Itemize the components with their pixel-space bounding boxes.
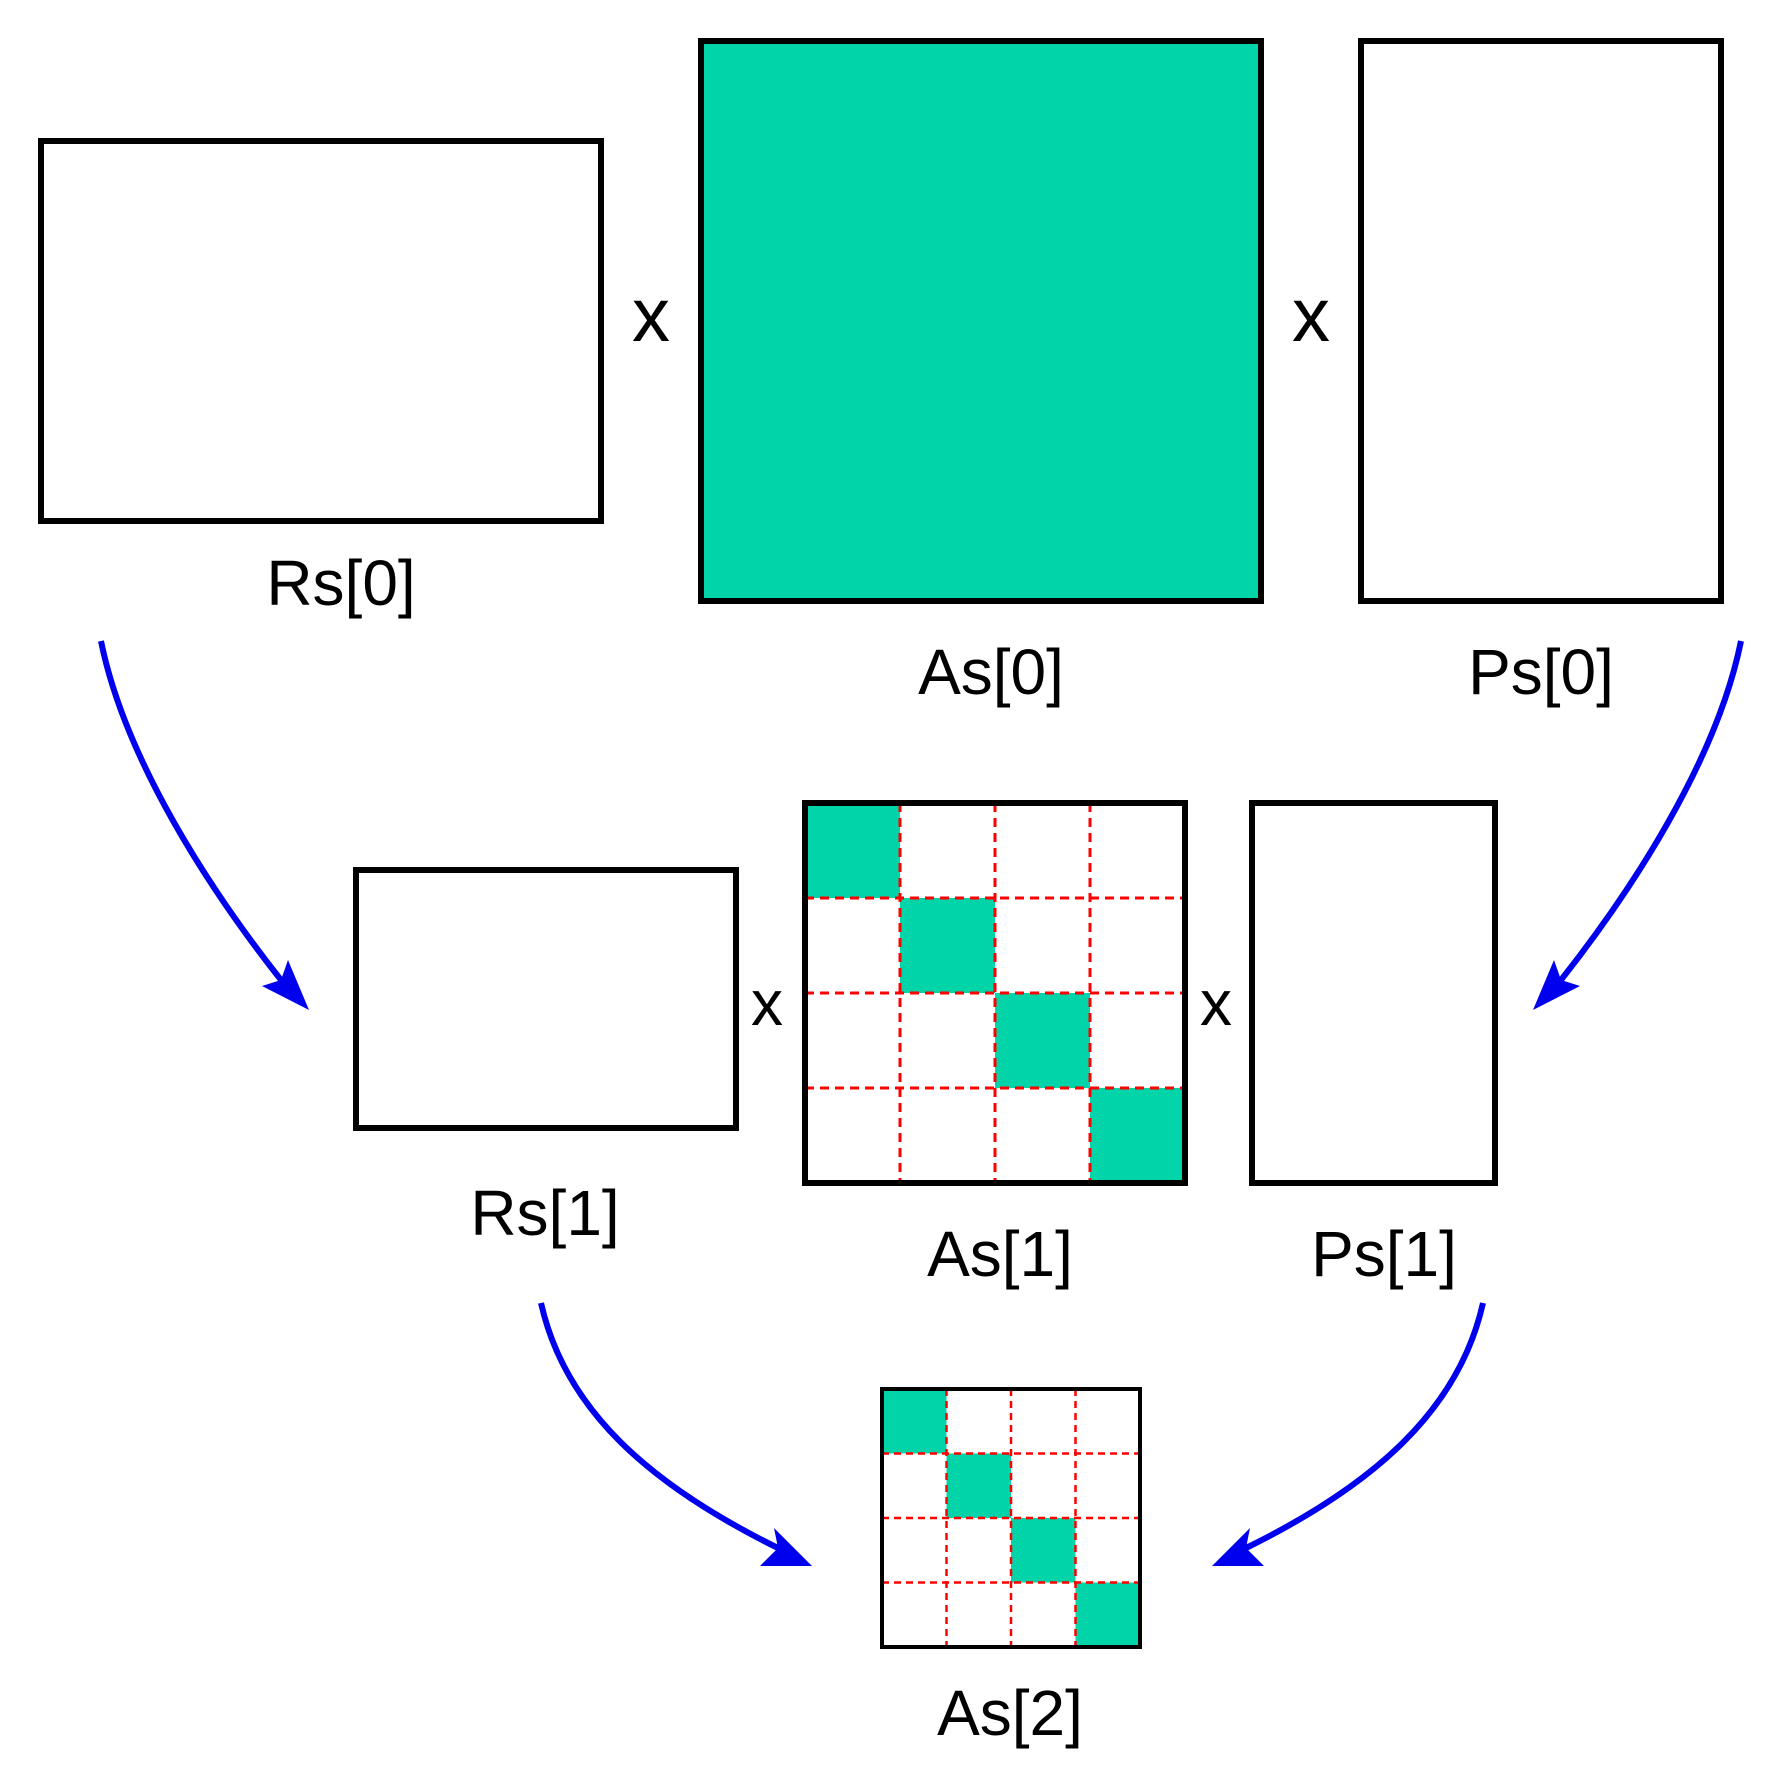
- as1-block-2: [900, 898, 995, 993]
- arrow-rs0-to-rs1: [98, 640, 284, 982]
- times-operator-row0-left: x: [632, 273, 670, 358]
- as1-matrix: [802, 800, 1188, 1186]
- ps0-label: Ps[0]: [1468, 636, 1614, 708]
- arrow-rs1-to-as2: [538, 1302, 780, 1551]
- arrowhead-rs0-to-rs1: [262, 960, 309, 1010]
- arrow-ps0-to-ps1: [1558, 640, 1744, 982]
- ps1-label: Ps[1]: [1311, 1218, 1457, 1290]
- as2-matrix: [880, 1387, 1142, 1649]
- as1-block-3: [995, 993, 1090, 1088]
- as0-label: As[0]: [918, 636, 1064, 708]
- as2-block-4: [1075, 1582, 1140, 1647]
- times-operator-row1-left: x: [751, 967, 783, 1039]
- as1-label: As[1]: [927, 1218, 1073, 1290]
- times-operator-row0-right: x: [1292, 273, 1330, 358]
- rs0-label: Rs[0]: [266, 547, 415, 619]
- as2-grid-lines: [882, 1389, 1140, 1647]
- arrowhead-ps0-to-ps1: [1533, 960, 1580, 1010]
- rs1-matrix: [353, 867, 739, 1131]
- as1-block-4: [1090, 1088, 1185, 1183]
- as2-block-3: [1011, 1518, 1076, 1583]
- ps1-matrix: [1249, 800, 1498, 1186]
- as2-block-1: [882, 1389, 947, 1454]
- as2-block-2: [946, 1453, 1011, 1518]
- arrowhead-ps1-to-as2: [1212, 1528, 1264, 1566]
- as0-matrix: [698, 38, 1264, 604]
- ps0-matrix: [1358, 38, 1724, 604]
- arrow-ps1-to-as2: [1244, 1302, 1486, 1551]
- as1-block-1: [805, 803, 900, 898]
- times-operator-row1-right: x: [1200, 967, 1232, 1039]
- arrowhead-rs1-to-as2: [760, 1528, 812, 1566]
- rs1-label: Rs[1]: [470, 1177, 619, 1249]
- as2-label: As[2]: [937, 1677, 1083, 1749]
- as1-grid-lines: [805, 803, 1185, 1183]
- rs0-matrix: [38, 138, 604, 524]
